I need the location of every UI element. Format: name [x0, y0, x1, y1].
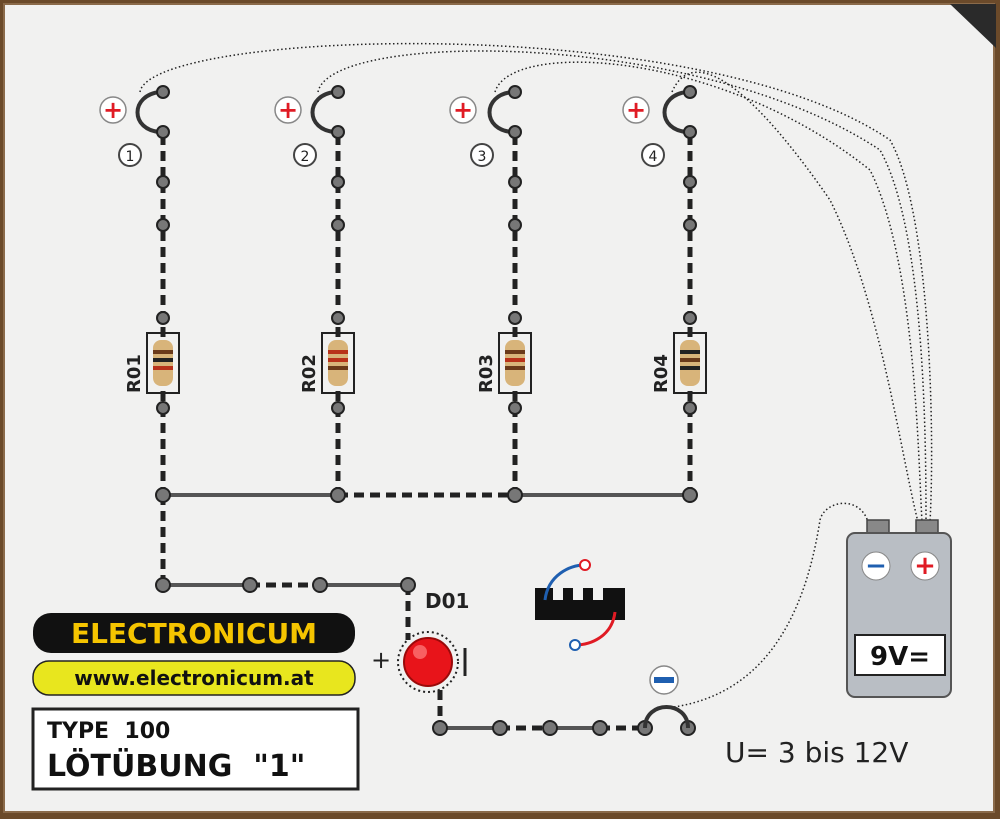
battery-9v: − + 9V=	[846, 519, 952, 698]
terminal-loop	[487, 90, 513, 134]
led-highlight	[413, 645, 427, 659]
led-body	[403, 637, 453, 687]
type-box-frame	[31, 707, 360, 791]
resistor-body	[680, 340, 700, 386]
number-label: 3	[478, 149, 487, 165]
battery-label: 9V=	[870, 642, 930, 672]
number-badge	[641, 143, 665, 167]
brand-bar	[33, 613, 355, 653]
battery-minus: −	[865, 551, 887, 581]
resistor-body	[505, 340, 525, 386]
plus-badge	[622, 96, 650, 124]
resistor-band	[505, 366, 525, 370]
resistor-label: R04	[651, 354, 672, 393]
number-badge	[470, 143, 494, 167]
resistor-band	[680, 350, 700, 354]
number-label: 1	[126, 149, 135, 165]
resistor-outline	[146, 332, 180, 394]
battery-label-box	[854, 634, 946, 676]
plus-badge	[274, 96, 302, 124]
minus-bar	[654, 677, 674, 683]
battery-plus: +	[914, 551, 936, 581]
resistor-outline	[673, 332, 707, 394]
number-badge	[118, 143, 142, 167]
minus-loop	[643, 705, 690, 729]
resistor-outline	[321, 332, 355, 394]
resistor-band	[153, 366, 173, 370]
resistor-band	[328, 358, 348, 362]
soldering-symbol	[535, 559, 625, 651]
brand-name: ELECTRONICUM	[71, 617, 317, 650]
brand-block: ELECTRONICUM www.electronicum.at	[32, 613, 356, 696]
symbol-dot-blue	[569, 639, 581, 651]
plus-sign: +	[103, 96, 123, 124]
terminal-loop	[135, 90, 161, 134]
plus-sign: +	[278, 96, 298, 124]
led-outline	[397, 631, 459, 693]
symbol-dot-red	[579, 559, 591, 571]
symbol-notch	[553, 588, 563, 600]
led-plus: +	[371, 646, 391, 674]
resistor-label: R01	[124, 354, 145, 393]
number-badge	[293, 143, 317, 167]
symbol-notch	[573, 588, 583, 600]
number-label: 2	[301, 149, 310, 165]
plus-sign: +	[453, 96, 473, 124]
voltage-note: U= 3 bis 12V	[725, 736, 908, 769]
led-label: D01	[425, 589, 469, 613]
resistor-band	[505, 350, 525, 354]
board-corner	[950, 4, 996, 48]
plus-badge	[449, 96, 477, 124]
number-label: 4	[649, 149, 658, 165]
battery-minus-badge	[861, 551, 891, 581]
url-bar	[32, 660, 356, 696]
resistor-band	[505, 358, 525, 362]
solder-pads	[155, 85, 698, 736]
brand-url: www.electronicum.at	[74, 666, 314, 690]
plus-badge	[99, 96, 127, 124]
type-box: TYPE 100 LÖTÜBUNG "1"	[31, 707, 360, 791]
plus-sign: +	[626, 96, 646, 124]
resistor-band	[680, 358, 700, 362]
terminal-loop	[310, 90, 336, 134]
position-4: + 4 R04	[622, 90, 707, 394]
battery-feed-wires	[139, 42, 933, 709]
resistor-band	[153, 358, 173, 362]
resistor-band	[153, 350, 173, 354]
symbol-notch	[593, 588, 603, 600]
resistor-body	[328, 340, 348, 386]
position-3: + 3 R03	[449, 90, 532, 394]
position-1: + 1 R01	[99, 90, 180, 394]
minus-terminal	[643, 665, 690, 729]
type-title: LÖTÜBUNG "1"	[47, 747, 305, 784]
resistor-band	[328, 350, 348, 354]
resistor-band	[328, 366, 348, 370]
resistor-label: R03	[476, 354, 497, 393]
type-label: TYPE 100	[47, 719, 170, 744]
wire-bridges	[163, 493, 690, 730]
resistor-outline	[498, 332, 532, 394]
battery-plus-badge	[910, 551, 940, 581]
resistor-body	[153, 340, 173, 386]
resistor-band	[680, 366, 700, 370]
resistor-label: R02	[299, 354, 320, 393]
position-2: + 2 R02	[274, 90, 355, 394]
led-d01: D01 +	[371, 589, 469, 693]
terminal-loop	[662, 90, 688, 134]
